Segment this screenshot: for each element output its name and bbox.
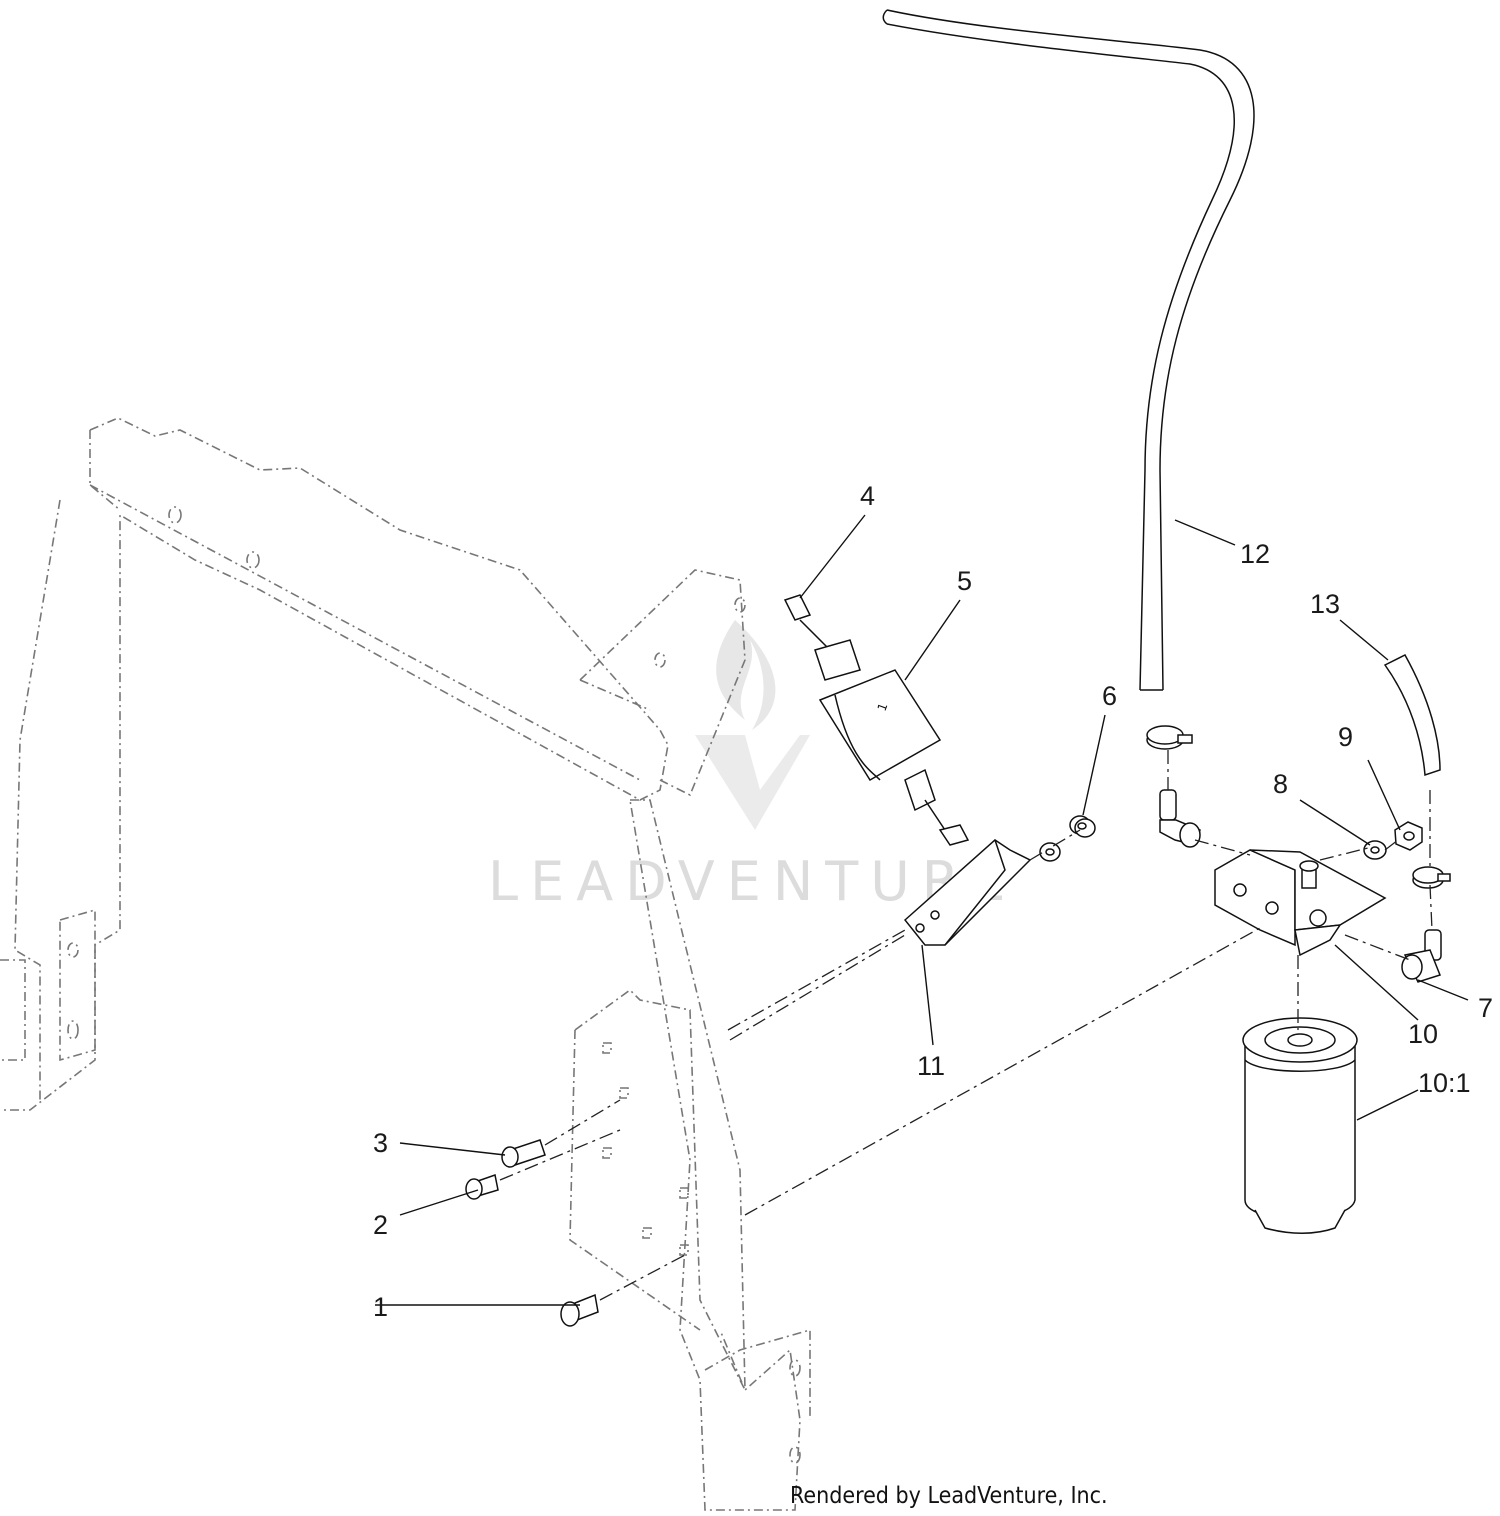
callout-7: 7	[1478, 993, 1493, 1023]
callout-1: 1	[373, 1292, 388, 1322]
leader-lines	[375, 514, 1469, 1306]
fuel-hose	[882, 9, 1255, 691]
elbow-fitting-upper	[1159, 789, 1201, 848]
filter-bracket	[903, 839, 1032, 946]
hose-clamp	[1146, 725, 1193, 750]
nut-9	[1394, 821, 1423, 851]
callout-10-1: 10:1	[1418, 1068, 1471, 1098]
callout-10: 10	[1408, 1019, 1438, 1049]
callout-5: 5	[957, 566, 972, 596]
watermark: LEADVENTURE	[488, 620, 1017, 913]
hose-clamp-small	[1412, 866, 1451, 889]
grommet	[1069, 815, 1096, 838]
callout-3: 3	[373, 1128, 388, 1158]
filter-head	[1214, 849, 1387, 957]
callout-11: 11	[917, 1051, 945, 1081]
callout-4: 4	[860, 481, 875, 511]
callout-9: 9	[1338, 722, 1353, 752]
assembly-lines	[499, 750, 1433, 1301]
render-credit: Rendered by LeadVenture, Inc.	[790, 1483, 1108, 1509]
svg-text:1: 1	[875, 701, 891, 713]
washer	[1039, 842, 1061, 862]
short-hose	[1383, 654, 1441, 777]
frame-weldment	[0, 417, 811, 1511]
callout-13: 13	[1310, 589, 1340, 619]
callout-6: 6	[1102, 681, 1117, 711]
callout-12: 12	[1240, 539, 1270, 569]
rivet-2	[465, 1174, 499, 1200]
fuel-water-separator	[1242, 1017, 1358, 1234]
leadventure-logo-icon	[695, 620, 810, 830]
carriage-bolt	[560, 1293, 599, 1327]
rivet-3	[501, 1139, 546, 1168]
callouts: 1 2 3 4 5 6 7 8 9 10 10:1 11 12 13	[373, 481, 1493, 1322]
callout-8: 8	[1273, 769, 1288, 799]
elbow-fitting-lower	[1401, 929, 1442, 983]
callout-2: 2	[373, 1210, 388, 1240]
inline-fuel-filter: 1	[783, 594, 970, 846]
watermark-text: LEADVENTURE	[488, 850, 1017, 913]
